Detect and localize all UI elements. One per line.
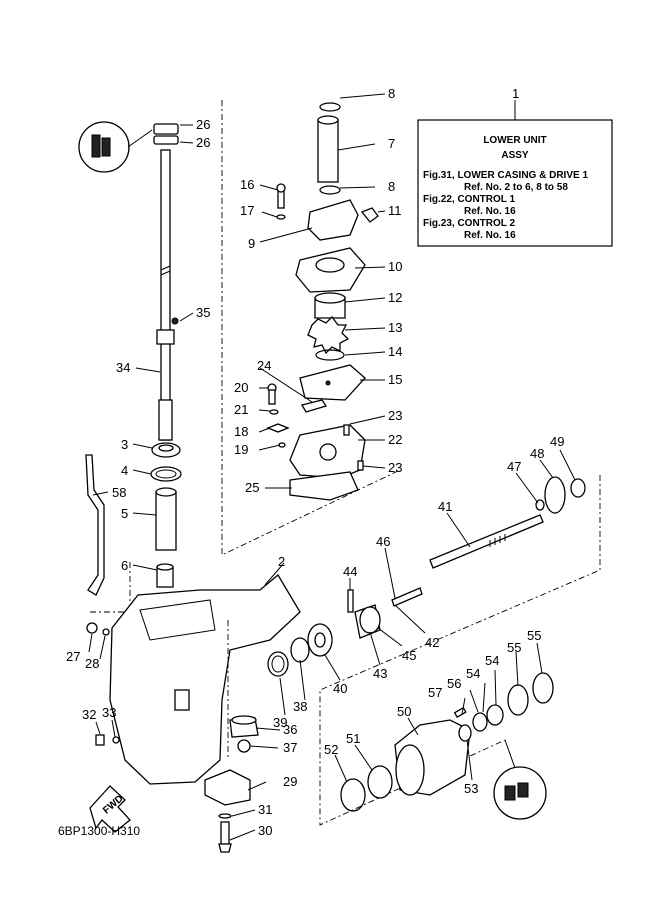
callout-53: 53 [464,781,478,796]
callout-15: 15 [388,372,402,387]
callout-7: 7 [388,136,395,151]
callout-37: 37 [283,740,297,755]
drive-shaft [153,123,179,441]
callout-3: 3 [121,437,128,452]
callout-32: 32 [82,707,96,722]
callout-33: 33 [102,705,116,720]
callout-16: 16 [240,177,254,192]
info-line-1: Fig.31, LOWER CASING & DRIVE 1 [423,170,588,181]
callout-57: 57 [428,685,442,700]
callout-1: 1 [512,86,519,101]
callout-12: 12 [388,290,402,305]
callout-54b: 54 [485,653,499,668]
callout-11: 11 [388,203,402,218]
callout-50: 50 [397,704,411,719]
info-title-2: ASSY [501,150,529,161]
callout-23b: 23 [388,460,402,475]
callout-26b: 26 [196,135,210,150]
info-line-2: Ref. No. 2 to 6, 8 to 58 [464,182,568,193]
callout-21: 21 [234,402,248,417]
fwd-arrow: FWD [89,785,131,833]
callout-44: 44 [343,564,357,579]
callout-10: 10 [388,259,402,274]
callout-19: 19 [234,442,248,457]
info-box: LOWER UNIT ASSY Fig.31, LOWER CASING & D… [417,100,613,247]
callout-14: 14 [388,344,402,359]
callout-40: 40 [333,681,347,696]
shift-rod [85,454,105,596]
callout-numbers: 1 2 3 4 5 6 7 8 8 9 10 11 12 13 14 15 16… [66,86,564,838]
callout-13: 13 [388,320,402,335]
callout-20: 20 [234,380,248,395]
callout-26a: 26 [196,117,210,132]
info-title-1: LOWER UNIT [483,135,546,146]
callout-4: 4 [121,463,128,478]
callout-48: 48 [530,446,544,461]
callout-54a: 54 [466,666,480,681]
callout-31: 31 [258,802,272,817]
callout-47: 47 [507,459,521,474]
diagram-code: 6BP1300-H310 [58,824,140,838]
callout-36: 36 [283,722,297,737]
callout-46: 46 [376,534,390,549]
callout-6: 6 [121,558,128,573]
lower-shaft-parts [150,317,182,588]
callout-17: 17 [240,203,254,218]
callout-58: 58 [112,485,126,500]
info-line-4: Ref. No. 16 [464,206,516,217]
callout-55b: 55 [527,628,541,643]
callout-38: 38 [293,699,307,714]
lower-casing [86,574,301,785]
callout-29: 29 [283,774,297,789]
callout-56: 56 [447,676,461,691]
water-pump-stack [266,102,379,501]
callout-35: 35 [196,305,210,320]
propeller-housing-group [340,672,554,820]
callout-51: 51 [346,731,360,746]
callout-8a: 8 [388,86,395,101]
lower-fasteners [204,769,251,853]
callout-45: 45 [402,648,416,663]
info-line-3: Fig.22, CONTROL 1 [423,194,515,205]
callout-25: 25 [245,480,259,495]
callout-49: 49 [550,434,564,449]
propeller-shaft-group [267,476,586,677]
pinion-gear [229,715,259,753]
shaft-detail-inset [78,121,153,173]
callout-43: 43 [373,666,387,681]
info-line-6: Ref. No. 16 [464,230,516,241]
callout-39: 39 [273,715,287,730]
callout-34: 34 [116,360,130,375]
callout-5: 5 [121,506,128,521]
callout-30: 30 [258,823,272,838]
callout-23a: 23 [388,408,402,423]
info-line-5: Fig.23, CONTROL 2 [423,218,515,229]
callout-27: 27 [66,649,80,664]
callout-24: 24 [257,358,271,373]
callout-28: 28 [85,656,99,671]
callout-9: 9 [248,236,255,251]
callout-55a: 55 [507,640,521,655]
callout-41: 41 [438,499,452,514]
leader-lines [88,93,576,841]
callout-52: 52 [324,742,338,757]
callout-18: 18 [234,424,248,439]
callout-2: 2 [278,554,285,569]
callout-22: 22 [388,432,402,447]
callout-42: 42 [425,635,439,650]
callout-8b: 8 [388,179,395,194]
